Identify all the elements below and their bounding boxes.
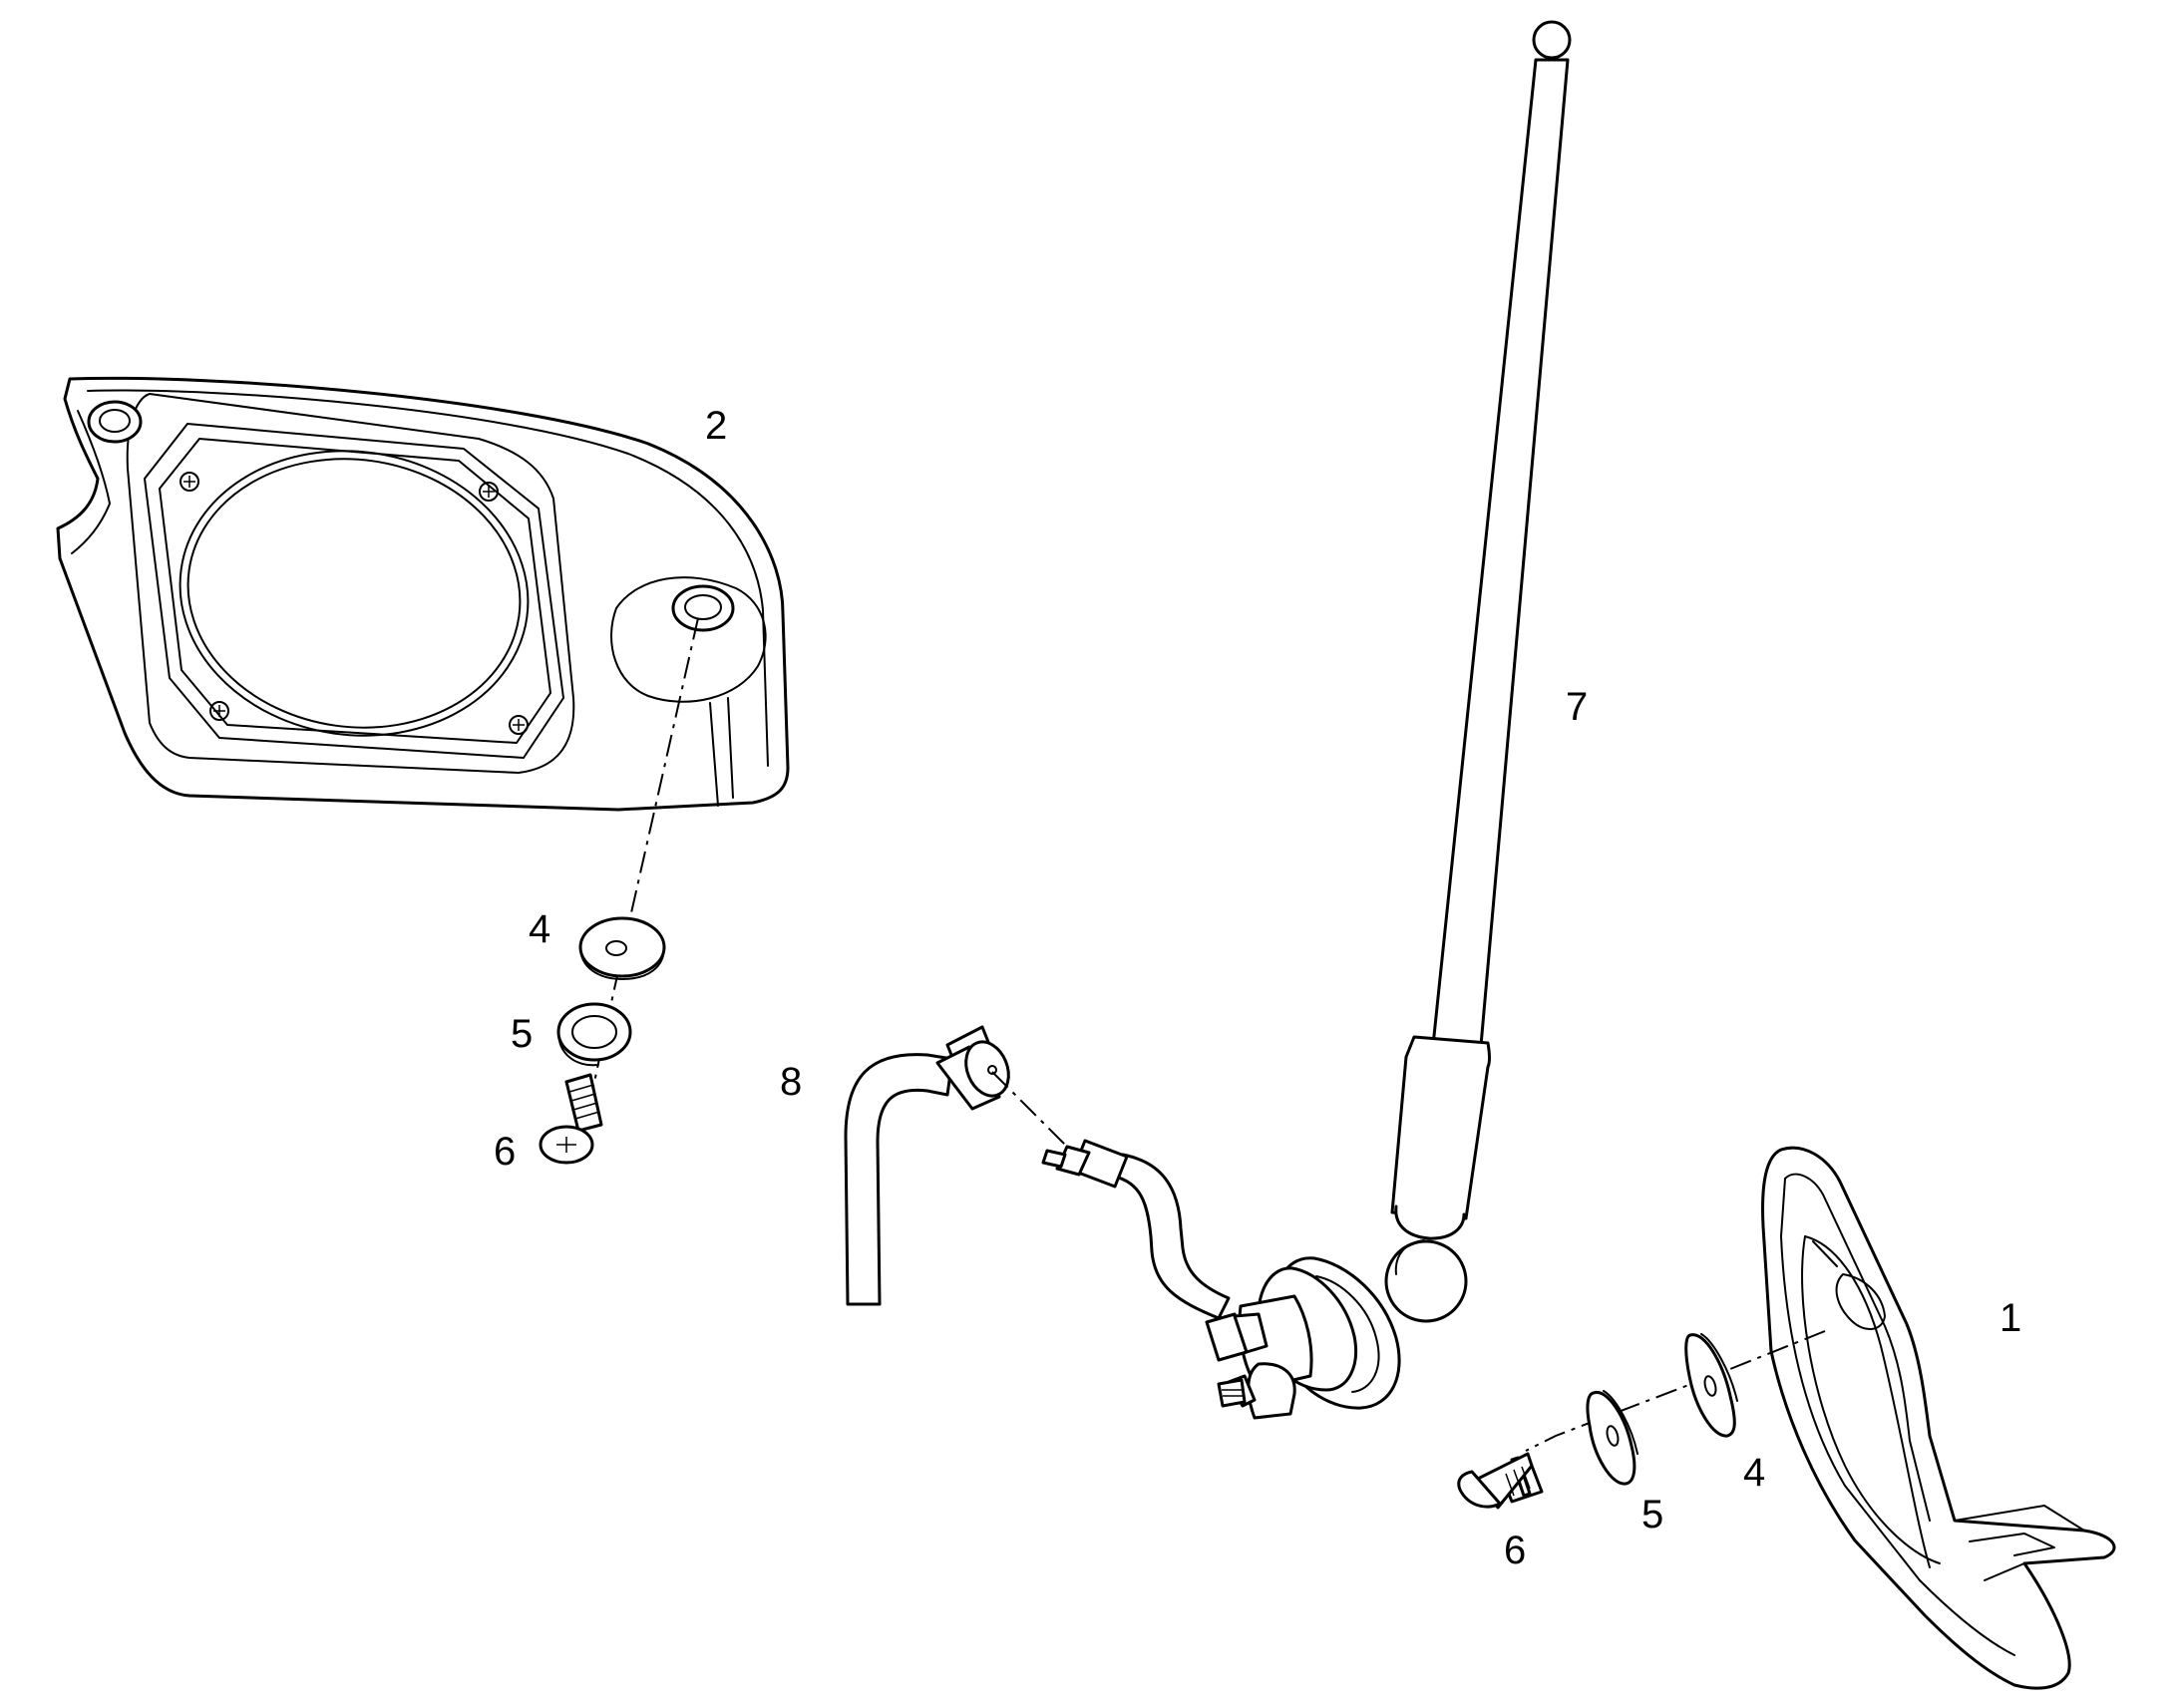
callout-1: 1	[1999, 1296, 2021, 1340]
part-4-washer-right	[1684, 1333, 1738, 1438]
callout-4-left: 4	[529, 907, 550, 951]
leader-line-right-stack	[1525, 1330, 1826, 1452]
callout-5-left: 5	[511, 1012, 533, 1056]
part-5-grommet-left	[556, 1002, 632, 1067]
part-1-mounting-bracket	[1761, 1146, 2116, 1690]
part-4-washer-left	[578, 916, 666, 980]
leader-line-tube	[991, 1071, 1073, 1153]
callout-8: 8	[780, 1060, 802, 1104]
housing-screw-bottom-right	[509, 715, 529, 735]
callout-7: 7	[1566, 685, 1588, 729]
part-7-antenna	[1041, 20, 1572, 1420]
callout-6-left: 6	[494, 1130, 516, 1174]
callout-2: 2	[705, 404, 727, 448]
part-6-screw-left	[539, 1073, 603, 1165]
part-6-screw-right	[1457, 1452, 1544, 1510]
part-5-washer-right	[1586, 1390, 1638, 1486]
callout-5-right: 5	[1641, 1493, 1663, 1537]
housing-screw-top-right	[479, 482, 499, 502]
part-8-bent-tube	[844, 1025, 1010, 1306]
part-2-speaker-housing	[56, 376, 790, 812]
housing-screw-top-left	[180, 472, 199, 492]
housing-screw-bottom-left	[209, 701, 229, 721]
callout-6-right: 6	[1504, 1529, 1526, 1572]
callout-4-right: 4	[1743, 1451, 1765, 1495]
